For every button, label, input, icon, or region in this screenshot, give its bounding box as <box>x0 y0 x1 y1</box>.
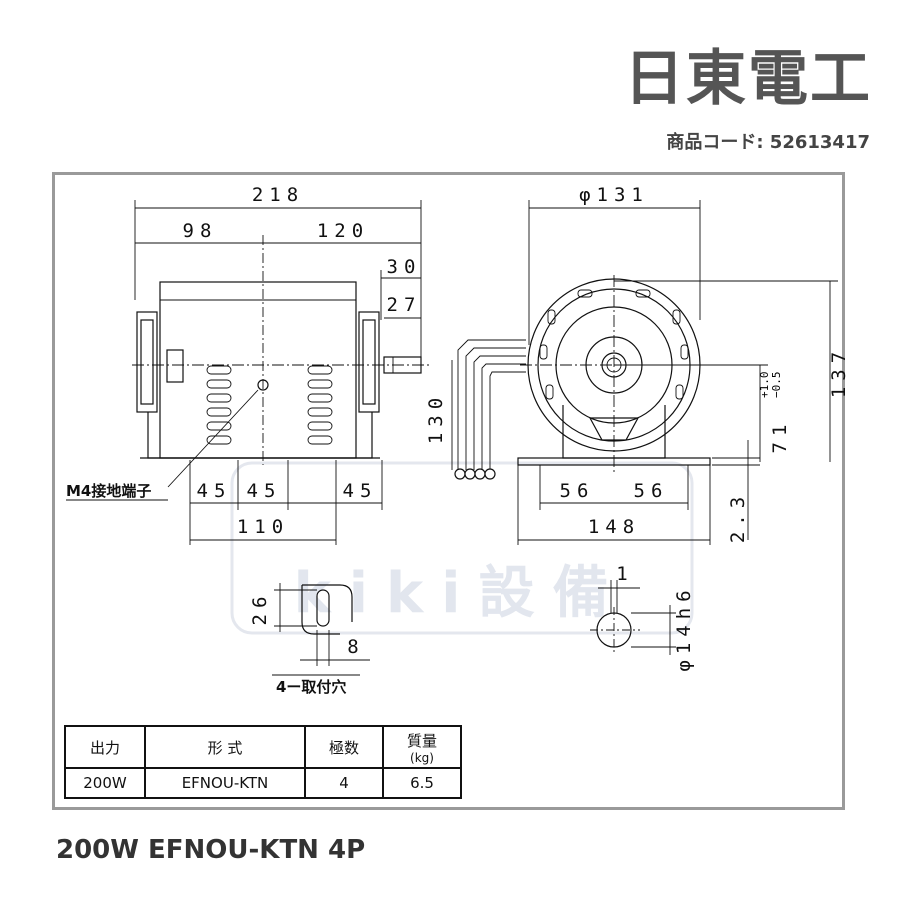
drawing-frame <box>52 172 845 810</box>
dim-45-c: 45 <box>343 480 378 502</box>
header-model: 形 式 <box>144 725 306 769</box>
tol-minus: −0.5 <box>770 372 783 399</box>
tol-plus: +1.0 <box>758 372 771 399</box>
cell-model: EFNOU-KTN <box>144 767 306 799</box>
product-code: 商品コード: 52613417 <box>666 132 870 153</box>
dim-27: 27 <box>387 294 422 316</box>
dim-137: 137 <box>828 346 850 398</box>
cell-mass: 6.5 <box>382 767 462 799</box>
spec-table: 出力 形 式 極数 質量 (kg) 200W EFNOU-KTN 4 6.5 <box>64 725 462 799</box>
dim-45-b: 45 <box>247 480 282 502</box>
product-title: 200W EFNOU-KTN 4P <box>56 835 366 865</box>
dim-1: 1 <box>616 563 633 585</box>
dim-218: 218 <box>252 184 304 206</box>
spec-table-header-row: 出力 形 式 極数 質量 (kg) <box>64 725 462 769</box>
header-mass: 質量 (kg) <box>382 725 462 769</box>
dim-71: 71 <box>769 419 791 454</box>
cell-output: 200W <box>64 767 146 799</box>
dim-120: 120 <box>317 220 369 242</box>
mounting-holes-label: 4ー取付穴 <box>276 678 346 696</box>
dim-130: 130 <box>425 392 447 444</box>
dim-56-b: 56 <box>634 480 669 502</box>
dim-45-a: 45 <box>197 480 232 502</box>
ground-terminal-label: M4接地端子 <box>66 482 151 500</box>
dim-phi131: φ131 <box>579 184 649 206</box>
dim-26: 26 <box>249 591 271 626</box>
dim-30: 30 <box>387 256 422 278</box>
dim-110: 110 <box>237 516 289 538</box>
mounting-hole-detail: 26 8 4ー取付穴 <box>249 583 370 696</box>
dim-148: 148 <box>588 516 640 538</box>
shaft-detail: 1 φ14h6 <box>590 563 695 672</box>
cell-poles: 4 <box>304 767 384 799</box>
table-row: 200W EFNOU-KTN 4 6.5 <box>64 767 462 799</box>
header-mass-label: 質量 <box>406 731 437 750</box>
watermark-text: kiki設備 <box>294 561 627 626</box>
header-output: 出力 <box>64 725 146 769</box>
front-view: φ131 137 71 +1.0 −0.5 <box>425 184 850 545</box>
watermark: kiki設備 <box>230 461 694 635</box>
header-mass-unit: (kg) <box>410 750 434 765</box>
dim-phi14h6: φ14h6 <box>673 584 695 671</box>
dim-8: 8 <box>347 636 364 658</box>
brand-logo: 日東電工 <box>624 44 872 114</box>
dim-2-3: 2.3 <box>727 491 749 543</box>
dim-56-a: 56 <box>560 480 595 502</box>
header-poles: 極数 <box>304 725 384 769</box>
side-view: 218 98 120 30 27 <box>66 184 430 545</box>
dim-98: 98 <box>183 220 218 242</box>
